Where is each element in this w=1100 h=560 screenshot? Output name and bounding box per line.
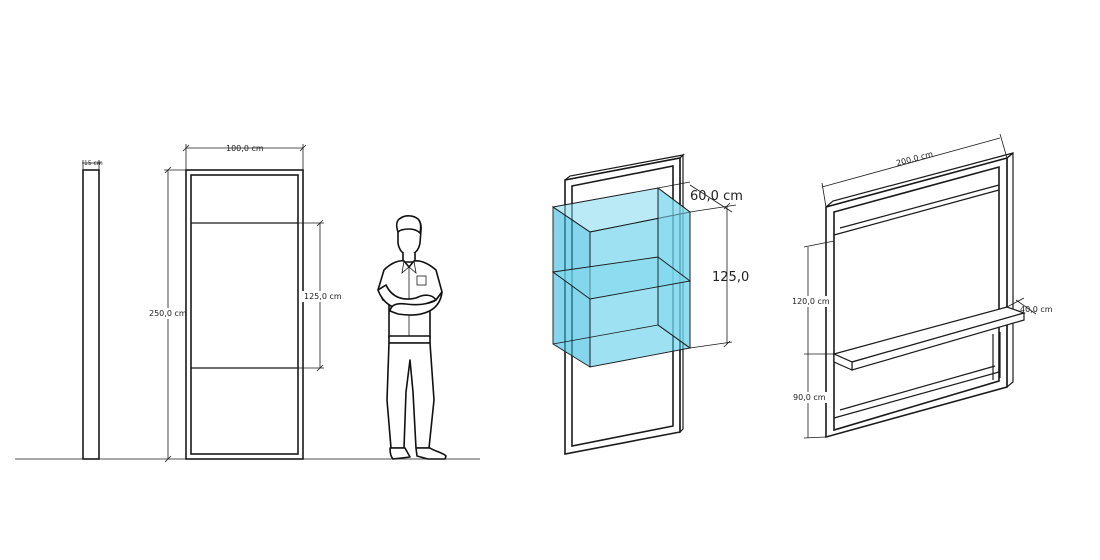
side-depth-label: 15 cm xyxy=(84,160,103,167)
front-height-label: 250,0 cm xyxy=(149,309,187,318)
side-panel xyxy=(82,169,100,460)
iso-glass-label: 125,0 xyxy=(712,270,749,285)
desk-shelf-top xyxy=(832,306,1026,363)
desk-width-dimension-line xyxy=(821,137,1001,188)
isometric-desk: 200,0 cm 120,0 cm 90,0 cm 40,0 cm xyxy=(790,133,1053,439)
desk-shelf-label: 40,0 cm xyxy=(1020,305,1053,314)
side-elevation: 15 cm xyxy=(82,160,103,460)
glass-shelf xyxy=(551,256,692,300)
front-glass-label: 125,0 cm xyxy=(304,292,342,301)
isometric-cabinet: 60,0 cm 125,0 xyxy=(551,153,749,455)
desk-width-label: 200,0 cm xyxy=(895,149,934,167)
front-elevation: 100,0 cm 250,0 cm 125,0 cm xyxy=(146,144,342,463)
inner-frame xyxy=(190,174,299,455)
human-silhouette-icon xyxy=(377,215,447,460)
desk-shelf-dimension-line xyxy=(1015,299,1037,315)
front-width-label: 100,0 cm xyxy=(226,144,264,153)
desk-frame-inner xyxy=(833,165,1000,432)
cabinet-frame-inner xyxy=(571,165,674,447)
outer-frame xyxy=(185,169,304,460)
desk-lower-label: 90,0 cm xyxy=(793,393,826,402)
desk-upper-label: 120,0 cm xyxy=(792,297,830,306)
iso-depth-label: 60,0 cm xyxy=(690,189,743,204)
